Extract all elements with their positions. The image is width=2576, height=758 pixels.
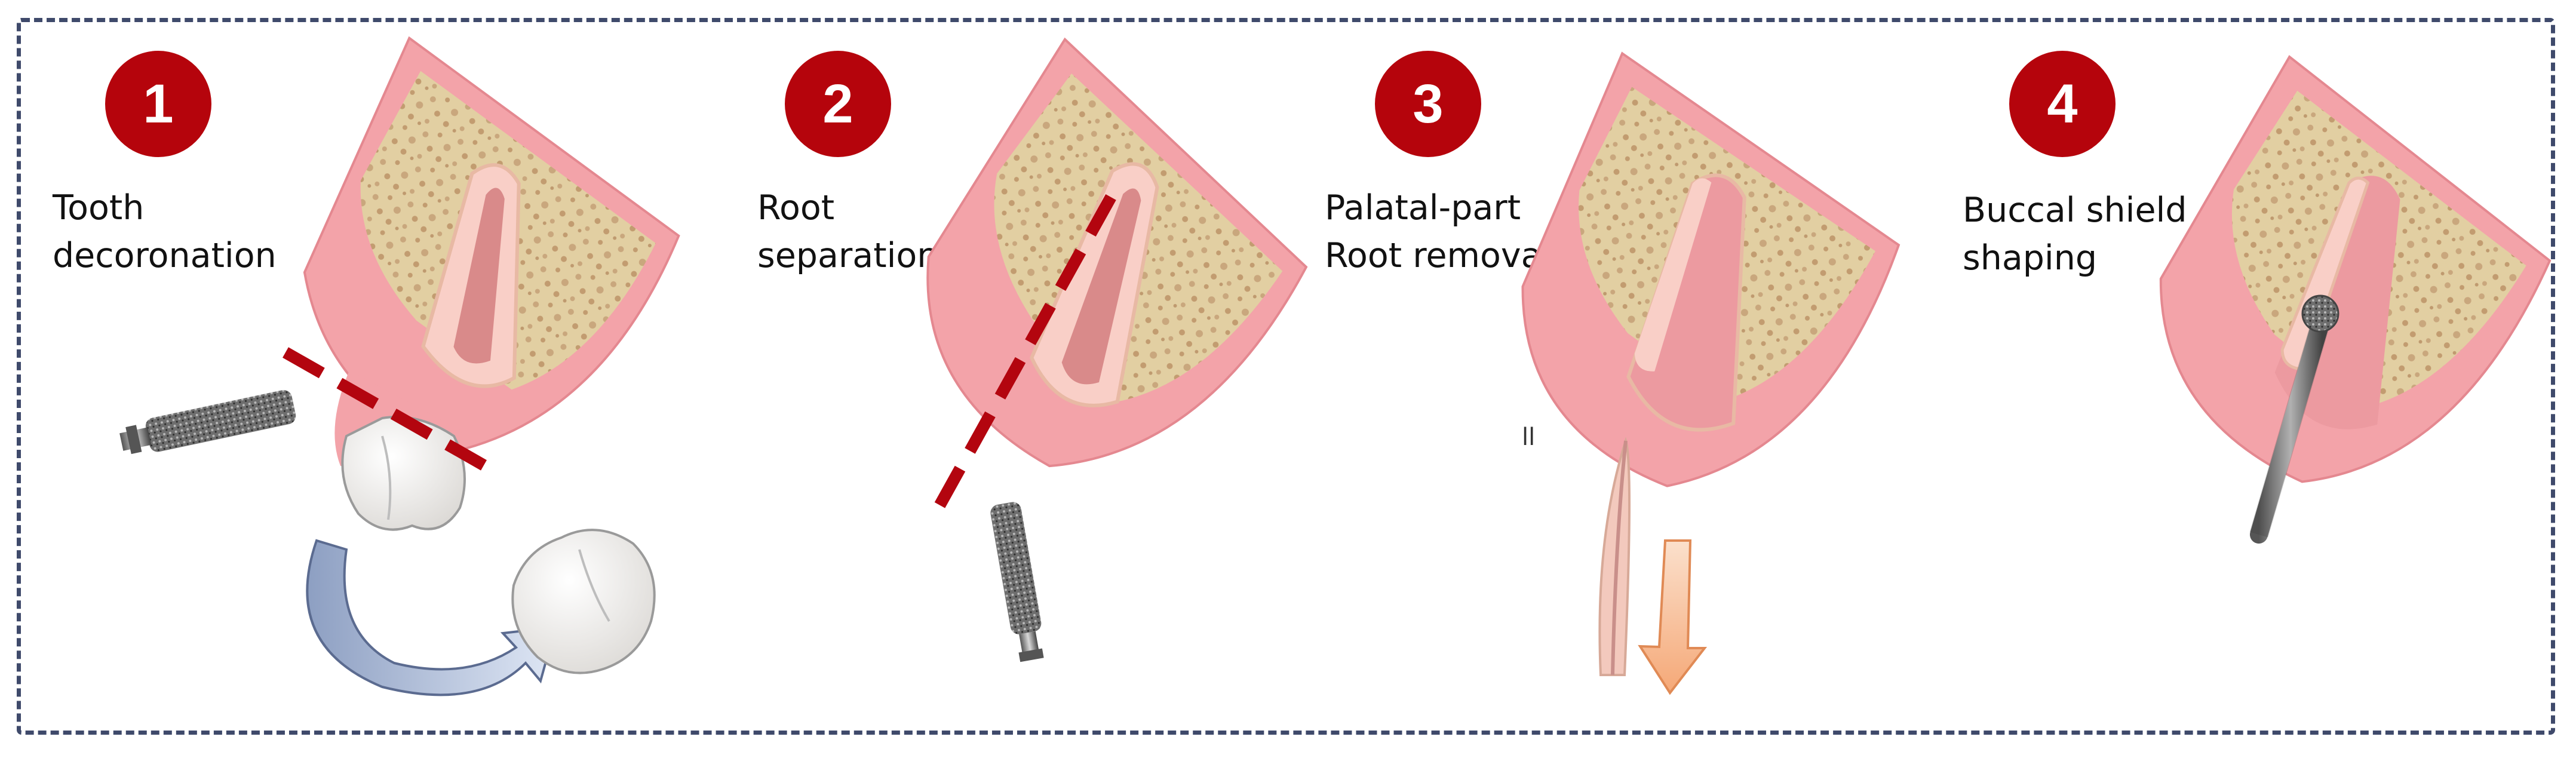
step-4-label: Buccal shield shaping (1963, 186, 2187, 282)
dashed-frame (17, 18, 2555, 735)
step-4-badge: 4 (2009, 51, 2116, 157)
step-4-illustration (2159, 55, 2552, 544)
step-2-label-line1: Root (757, 188, 835, 228)
step-4-label-line2: shaping (1963, 238, 2098, 278)
step-2-illustration (926, 37, 1308, 662)
step-4-label-line1: Buccal shield (1963, 191, 2187, 230)
step-3-label-line2: Root removal (1325, 236, 1552, 275)
step-1-label: Tooth decoronation (53, 184, 277, 280)
step-1-badge: 1 (105, 51, 211, 157)
step-1-label-line2: decoronation (53, 236, 277, 275)
step-3-badge: 3 (1375, 51, 1481, 157)
step-2-badge: 2 (785, 51, 891, 157)
step-3-label-line1: Palatal-part (1325, 188, 1521, 228)
step-2-label: Root separation (757, 184, 938, 280)
step-1-label-line1: Tooth (53, 188, 145, 228)
step-3-illustration: ll (1521, 51, 1900, 695)
step-2-label-line2: separation (757, 236, 939, 275)
step-1-illustration (119, 36, 680, 696)
step-3-label: Palatal-part Root removal (1325, 184, 1551, 280)
svg-text:ll: ll (1522, 424, 1535, 451)
